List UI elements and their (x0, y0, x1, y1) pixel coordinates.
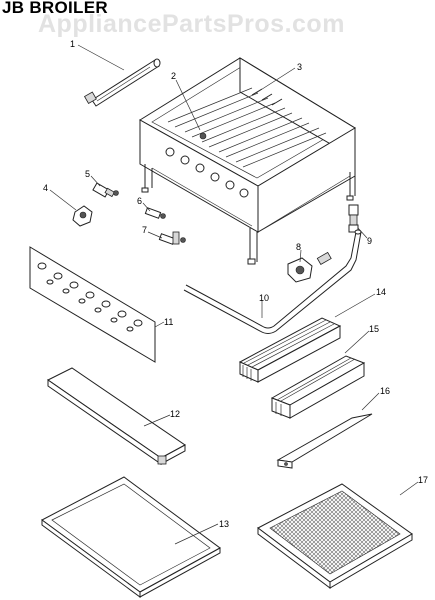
part-7-valve[interactable] (158, 231, 186, 245)
part-1-burner-tube[interactable] (83, 58, 161, 107)
watermark: AppliancePartsPros.com (38, 10, 345, 38)
part-10-manifold-pipe[interactable] (183, 229, 362, 334)
callout-2: 2 (171, 71, 176, 81)
part-16-bracket[interactable] (276, 413, 373, 469)
callouts: 1 2 3 4 5 6 7 8 9 10 11 12 13 14 15 16 1… (43, 39, 428, 529)
broiler-body (139, 57, 356, 265)
part-8-regulator[interactable] (287, 251, 332, 283)
callout-9: 9 (367, 236, 372, 246)
callout-16: 16 (380, 386, 390, 396)
part-13-drip-pan[interactable] (41, 476, 221, 598)
leader-lines (49, 44, 419, 545)
callout-6: 6 (137, 196, 142, 206)
part-17-grate[interactable] (257, 483, 413, 589)
callout-12: 12 (170, 409, 180, 419)
callout-15: 15 (369, 324, 379, 334)
panel-holes (37, 262, 143, 332)
callout-13: 13 (219, 519, 229, 529)
part-12-grease-tray[interactable] (47, 367, 186, 465)
callout-1: 1 (70, 39, 75, 49)
callout-10: 10 (259, 293, 269, 303)
part-9-fitting[interactable] (348, 204, 359, 233)
part-5-valve[interactable] (92, 182, 119, 198)
callout-14: 14 (376, 287, 386, 297)
callout-11: 11 (164, 317, 173, 327)
diagram-title: JB BROILER (2, 0, 108, 17)
callout-5: 5 (85, 169, 90, 179)
part-14-radiant[interactable] (238, 317, 342, 383)
callout-3: 3 (297, 62, 302, 72)
callout-17: 17 (418, 475, 428, 485)
part-4-knob[interactable] (72, 205, 93, 227)
internal-rods (167, 87, 327, 168)
part-11-control-panel[interactable] (29, 246, 156, 363)
callout-7: 7 (142, 225, 147, 235)
callout-4: 4 (43, 183, 48, 193)
callout-8: 8 (296, 242, 301, 252)
front-valves (165, 147, 249, 198)
part-15-radiant[interactable] (270, 355, 366, 419)
